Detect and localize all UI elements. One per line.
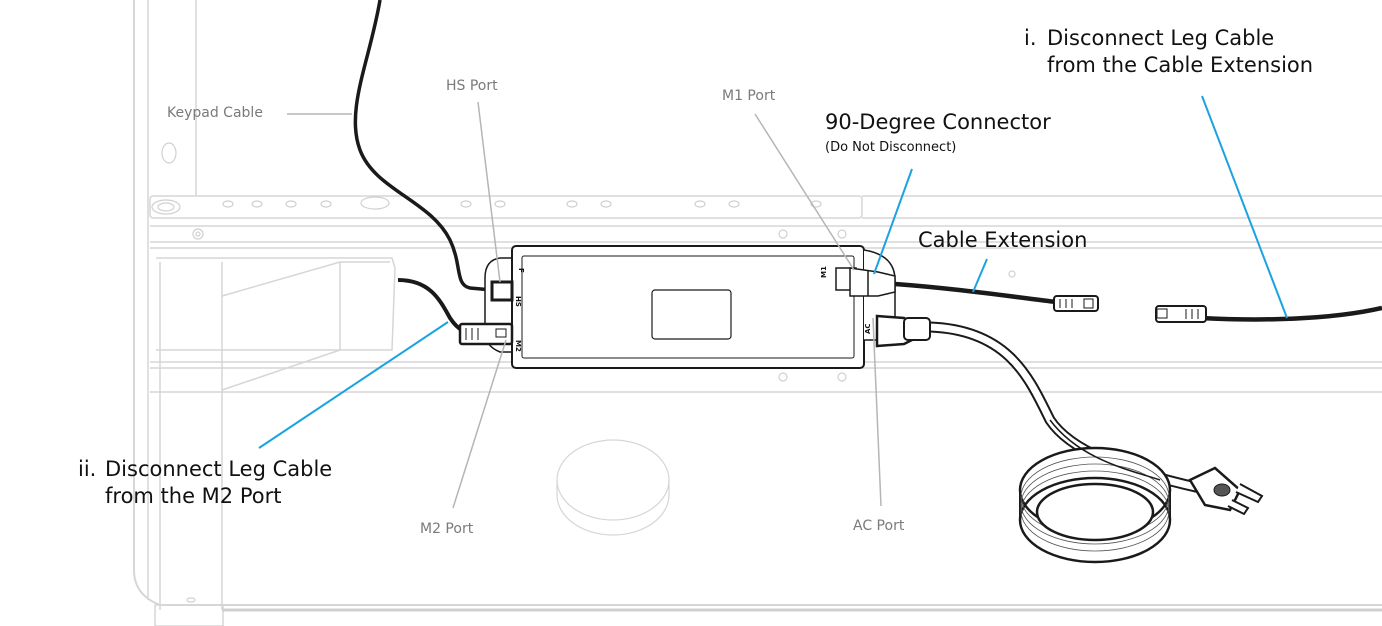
label-m1-port: M1 Port [722, 88, 776, 104]
ninety-degree-connector [835, 267, 896, 297]
port-markings: F HS M2 M1 AC [514, 266, 872, 352]
callout-lines [258, 95, 1288, 449]
label-connector-note: (Do Not Disconnect) [825, 140, 957, 155]
cable-extension [894, 281, 1057, 305]
ac-power-cord [875, 314, 1264, 564]
label-cable-extension: Cable Extension [918, 228, 1088, 252]
label-ac-port: AC Port [853, 518, 905, 534]
callout-connector [873, 168, 913, 275]
cable-extension-plug [1053, 295, 1099, 312]
leader-ac-port [872, 317, 882, 507]
marking-m2: M2 [514, 340, 522, 352]
label-keypad-cable: Keypad Cable [167, 105, 263, 121]
step-ii-number: ii. [78, 457, 97, 481]
callout-step-i [1201, 95, 1288, 319]
rail-holes [151, 142, 1016, 603]
label-m2-port: M2 Port [420, 521, 474, 537]
leg-cable-plug [1155, 305, 1207, 323]
leader-m1-port [754, 113, 855, 271]
keypad-cable [353, 0, 493, 292]
leader-hs-port [477, 101, 501, 283]
step-i: i. Disconnect Leg Cable from the Cable E… [1024, 25, 1364, 81]
step-ii-line1: Disconnect Leg Cable [105, 457, 333, 481]
marking-m1: M1 [820, 266, 828, 278]
step-i-number: i. [1024, 26, 1037, 50]
leader-m2-port [452, 339, 507, 509]
label-connector-title: 90-Degree Connector [825, 110, 1051, 134]
label-hs-port: HS Port [446, 78, 498, 94]
leg-cable-right [1199, 305, 1382, 322]
marking-hs: HS [514, 296, 522, 307]
step-ii-line2: from the M2 Port [105, 484, 282, 508]
step-i-line1: Disconnect Leg Cable [1047, 26, 1275, 50]
callout-cable-extension [972, 258, 988, 293]
leader-lines [287, 101, 882, 509]
step-i-line2: from the Cable Extension [1047, 53, 1314, 77]
marking-f: F [517, 268, 525, 273]
grommet-hole [556, 439, 670, 536]
callout-step-ii [258, 321, 449, 449]
control-box [458, 245, 896, 369]
marking-ac: AC [864, 323, 872, 334]
step-ii: ii. Disconnect Leg Cable from the M2 Por… [78, 456, 378, 512]
